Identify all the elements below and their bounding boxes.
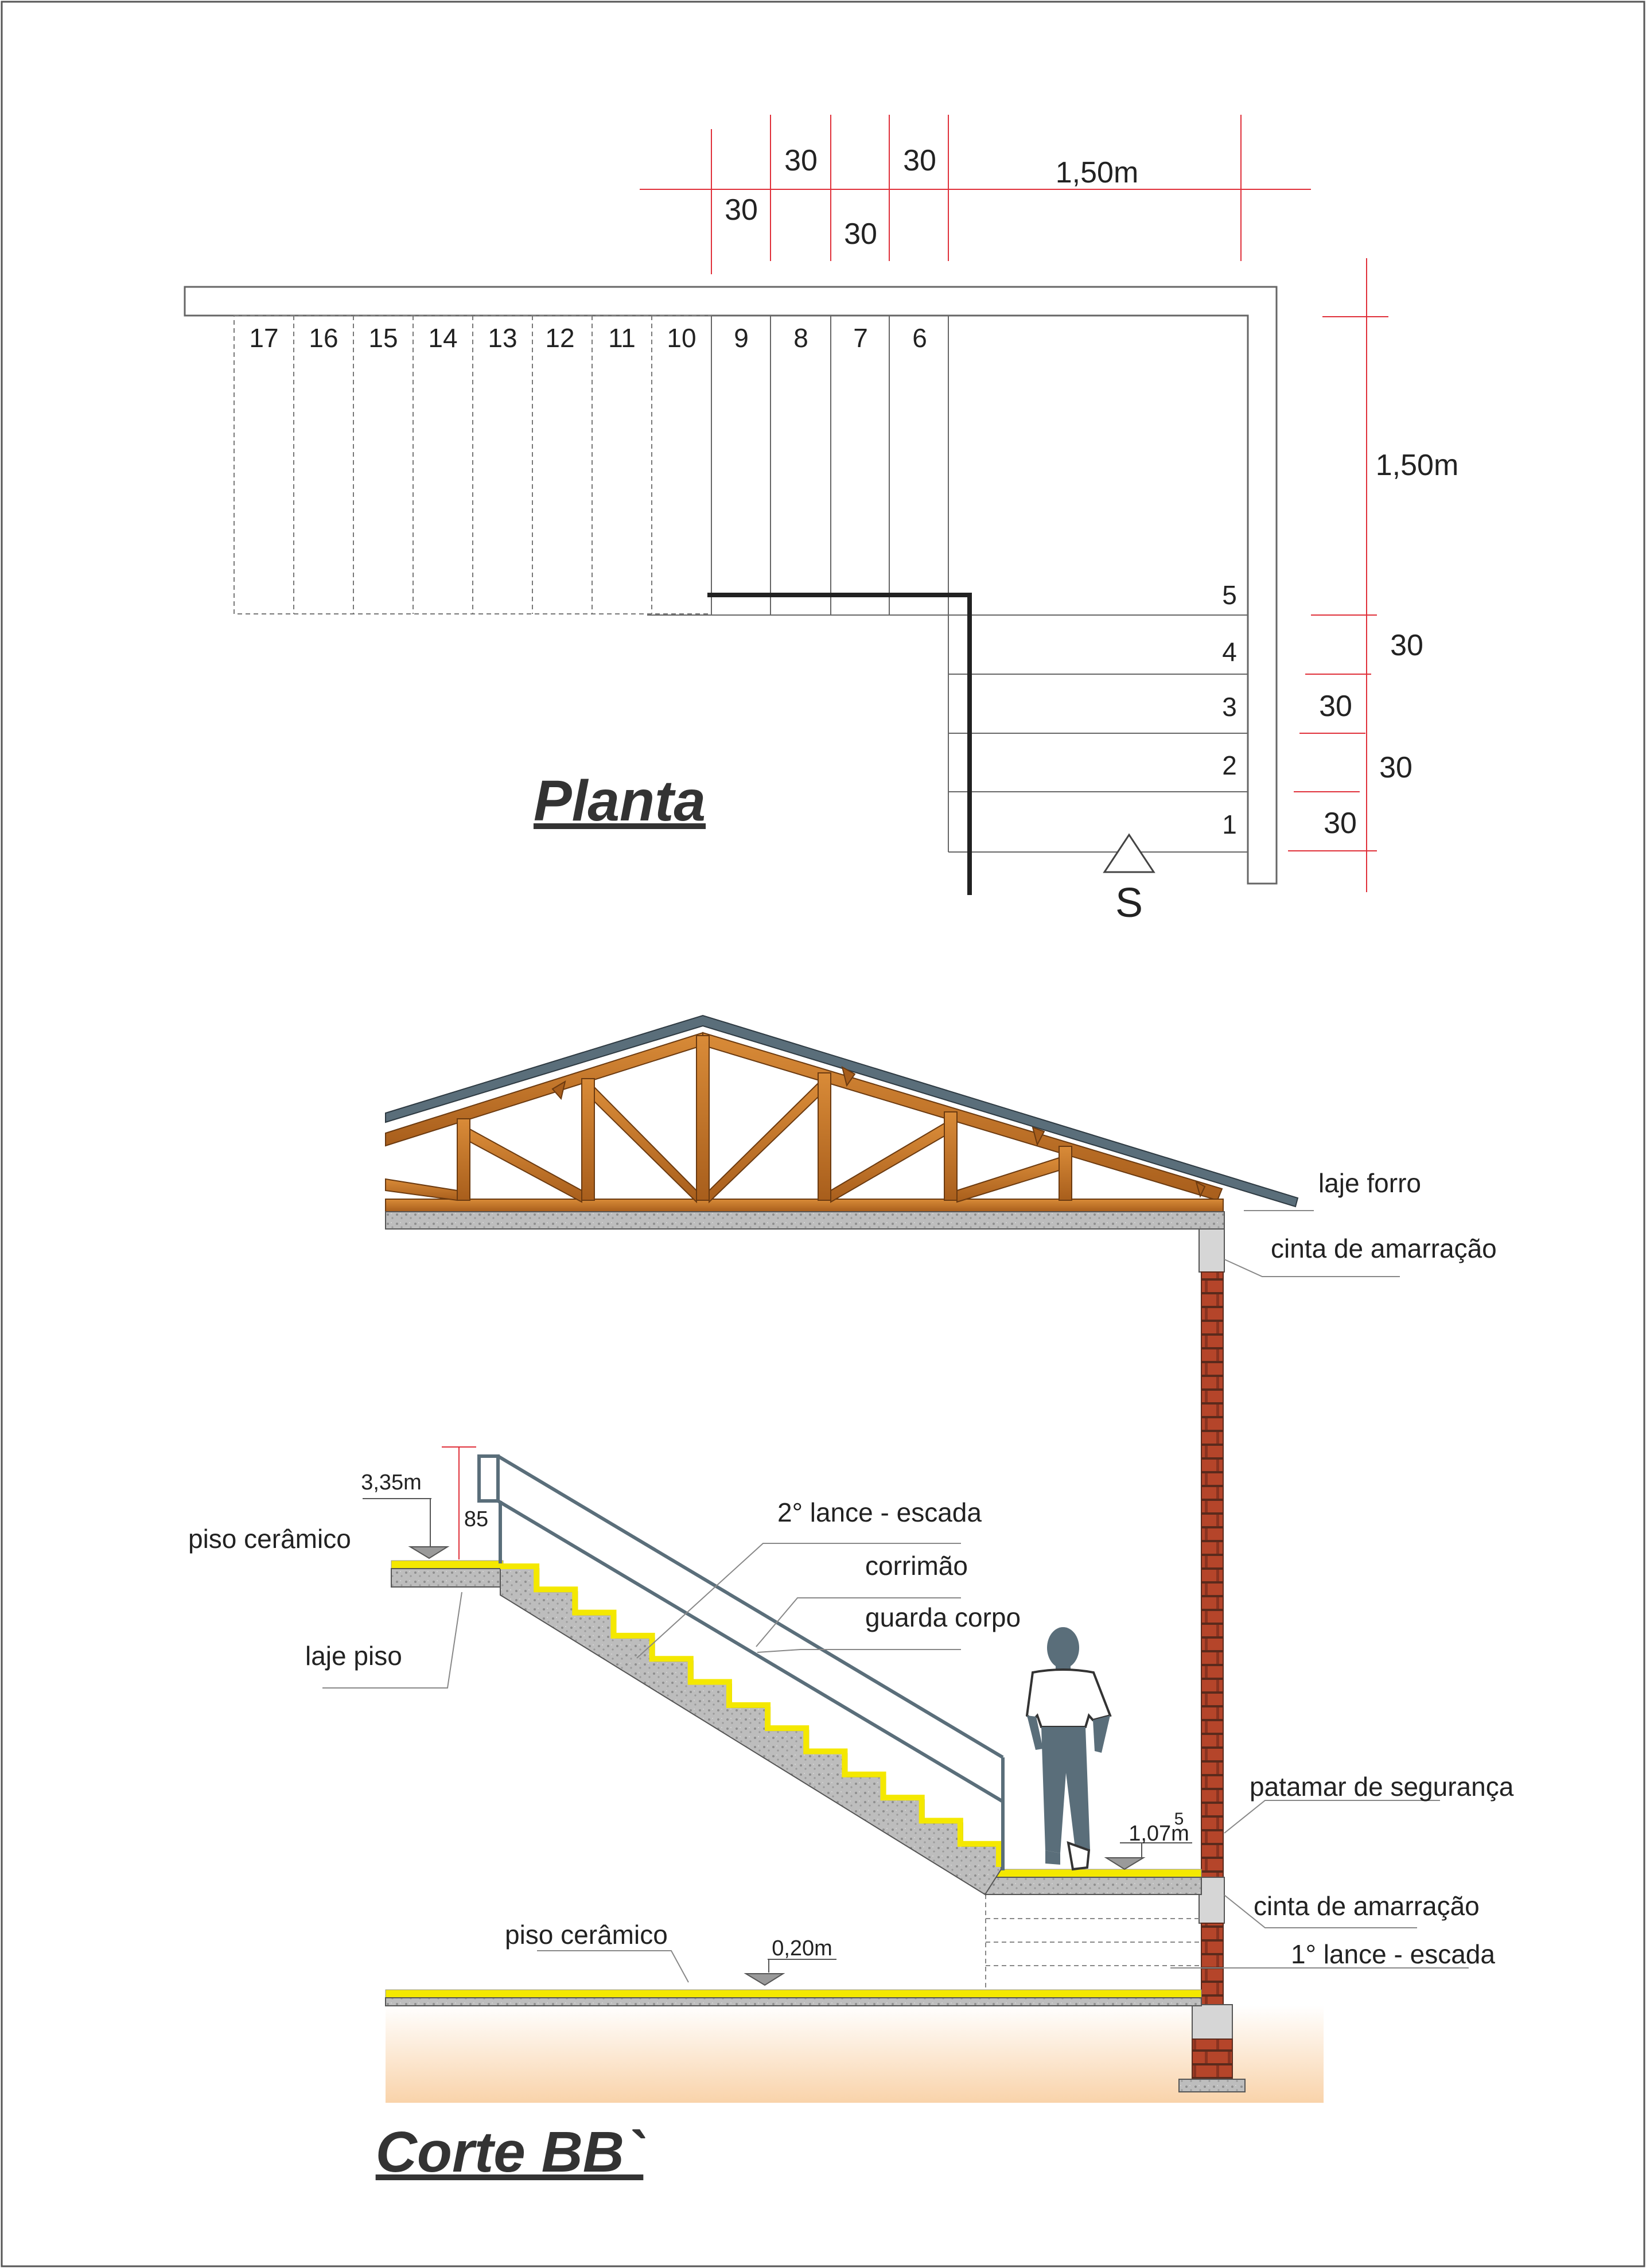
level-triangle-icon bbox=[744, 1973, 785, 1986]
level-marker-ground: 0,20m bbox=[744, 1936, 836, 1986]
ground-fill bbox=[386, 2005, 1324, 2103]
label-patamar: patamar de segurança bbox=[1250, 1772, 1514, 1802]
level-ground-label: 0,20m bbox=[772, 1936, 832, 1960]
tie-beam-landing bbox=[1198, 1877, 1225, 1924]
step-number: 12 bbox=[545, 323, 574, 353]
step-number: 17 bbox=[249, 323, 278, 353]
floor-plan: 30 30 30 30 1,50m 1,50m 30 30 30 30 bbox=[184, 115, 1459, 926]
step-number: 14 bbox=[428, 323, 457, 353]
step-number: 6 bbox=[912, 323, 927, 353]
step-number: 2 bbox=[1222, 750, 1237, 780]
dim-top-30-a: 30 bbox=[725, 193, 758, 227]
ground-floor-slab bbox=[385, 1997, 1202, 2006]
right-dimension-lines bbox=[1288, 258, 1388, 892]
exit-label: S bbox=[1115, 880, 1143, 926]
ground-floor-finish bbox=[385, 1989, 1202, 1998]
label-lance-2: 2° lance - escada bbox=[777, 1497, 982, 1527]
step-number: 4 bbox=[1222, 637, 1237, 667]
truss-top-chord-left bbox=[385, 1032, 703, 1147]
label-cinta-bottom: cinta de amarração bbox=[1254, 1891, 1480, 1921]
first-flight-dashed bbox=[985, 1894, 1201, 1990]
section-title: Corte BB` bbox=[376, 2120, 645, 2184]
rail-height-label: 85 bbox=[464, 1507, 488, 1531]
step-number: 13 bbox=[488, 323, 517, 353]
dim-right-30-d: 30 bbox=[1324, 807, 1357, 840]
staircase-flight-2 bbox=[500, 1563, 1003, 1896]
label-piso-ceramico-lower: piso cerâmico bbox=[505, 1920, 668, 1950]
roof-truss bbox=[385, 1014, 1299, 1212]
step-number: 10 bbox=[667, 323, 696, 353]
label-laje-piso: laje piso bbox=[305, 1641, 402, 1671]
dim-right-150: 1,50m bbox=[1376, 449, 1459, 482]
landing-slab bbox=[985, 1877, 1202, 1895]
rail-height-dim bbox=[442, 1446, 476, 1559]
lower-flight bbox=[948, 615, 1248, 853]
landing-finish bbox=[985, 1869, 1202, 1878]
level-landing-sup: 5 bbox=[1174, 1810, 1184, 1829]
level-marker-upper: 3,35m bbox=[361, 1470, 450, 1559]
roof-tiles bbox=[385, 1014, 1299, 1208]
step-number: 1 bbox=[1222, 810, 1237, 839]
level-triangle-icon bbox=[1104, 1857, 1146, 1870]
section-view: 85 3,35m 1,07m 5 0,20m bbox=[188, 1014, 1514, 2184]
rail-post-top bbox=[477, 1454, 500, 1503]
label-laje-forro: laje forro bbox=[1318, 1168, 1421, 1198]
level-triangle-icon bbox=[408, 1546, 450, 1559]
upper-floor-slab bbox=[391, 1568, 504, 1588]
truss-bottom-chord bbox=[385, 1199, 1224, 1212]
footing bbox=[1178, 2079, 1246, 2092]
brick-wall bbox=[1201, 1271, 1224, 1924]
foundation-brick bbox=[1192, 2039, 1233, 2080]
dim-top-30-b: 30 bbox=[784, 144, 818, 177]
step-number: 15 bbox=[368, 323, 398, 353]
label-cinta-top: cinta de amarração bbox=[1271, 1234, 1497, 1263]
label-corrimao: corrimão bbox=[865, 1551, 968, 1581]
ceiling-slab bbox=[385, 1211, 1225, 1230]
dim-top-30-d: 30 bbox=[903, 144, 936, 177]
person-figure bbox=[1025, 1627, 1112, 1871]
step-number: 16 bbox=[309, 323, 338, 353]
dim-right-30-a: 30 bbox=[1390, 629, 1423, 662]
label-lance-1: 1° lance - escada bbox=[1291, 1939, 1495, 1969]
step-number: 9 bbox=[734, 323, 749, 353]
label-piso-ceramico-upper: piso cerâmico bbox=[188, 1524, 351, 1554]
guardrail bbox=[477, 1454, 1005, 1870]
upper-flight-solid bbox=[647, 316, 1248, 616]
plan-handrail bbox=[707, 593, 972, 895]
upper-floor-finish bbox=[391, 1560, 504, 1569]
upper-flight-dashed bbox=[234, 315, 712, 614]
truss-top-chord-right bbox=[702, 1032, 1223, 1201]
step-number: 5 bbox=[1222, 580, 1237, 610]
dim-right-30-c: 30 bbox=[1379, 751, 1412, 784]
plan-title: Planta bbox=[534, 769, 706, 833]
dim-right-30-b: 30 bbox=[1319, 690, 1352, 723]
level-upper-label: 3,35m bbox=[361, 1470, 422, 1495]
step-numbers: 6 7 8 9 10 11 12 13 14 15 16 17 1 2 3 4 … bbox=[249, 323, 1236, 839]
brick-wall-lower bbox=[1201, 1923, 1224, 2005]
level-marker-landing: 1,07m 5 bbox=[1104, 1810, 1192, 1870]
dim-top-30-c: 30 bbox=[844, 217, 877, 251]
level-landing-label: 1,07m bbox=[1129, 1822, 1189, 1846]
step-number: 3 bbox=[1222, 692, 1237, 722]
step-number: 8 bbox=[793, 323, 808, 353]
top-dimension-lines bbox=[640, 115, 1311, 274]
step-number: 11 bbox=[608, 323, 636, 353]
stair-finish bbox=[500, 1563, 1002, 1867]
exit-arrow-icon bbox=[1103, 833, 1155, 873]
dim-top-150: 1,50m bbox=[1056, 156, 1139, 189]
leader-lines bbox=[322, 1210, 1469, 1983]
step-number: 7 bbox=[853, 323, 868, 353]
foundation-beam bbox=[1192, 2004, 1233, 2040]
tie-beam-top bbox=[1198, 1228, 1225, 1273]
label-guarda-corpo: guarda corpo bbox=[865, 1602, 1021, 1632]
plan-wall bbox=[184, 286, 1278, 885]
